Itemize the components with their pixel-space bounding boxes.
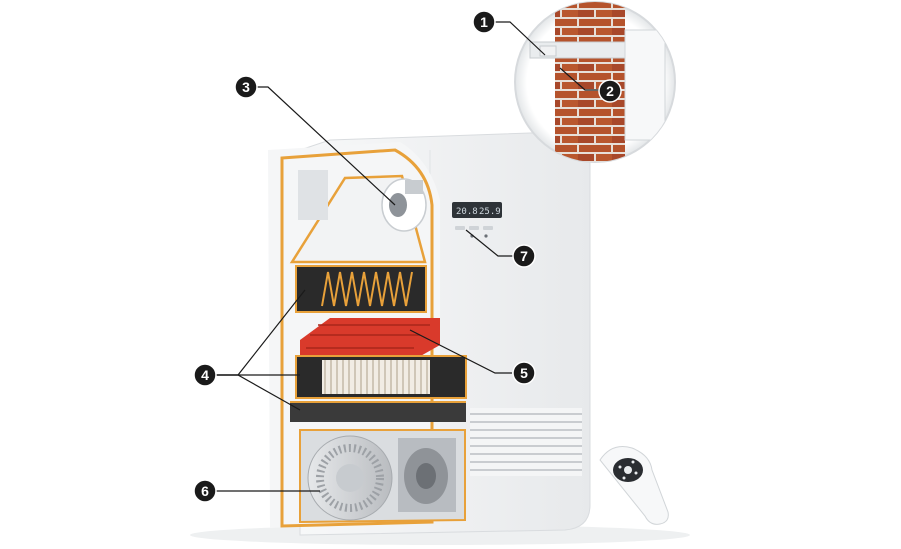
callout-3: 3: [234, 75, 258, 99]
air-grille: [470, 408, 582, 476]
leader-line-4c: [216, 374, 301, 411]
callout-badge: [472, 10, 496, 34]
cutaway-section: [268, 142, 467, 528]
callout-badge: [193, 479, 217, 503]
leader-line-7: [465, 229, 513, 257]
callout-number: 4: [201, 367, 209, 383]
leader-line-3: [253, 86, 396, 206]
callout-number: 3: [242, 79, 250, 95]
callout-7: 7: [512, 244, 536, 268]
callout-1: 1: [472, 10, 496, 34]
pleated-filter: [321, 271, 413, 307]
callout-5: 5: [512, 361, 536, 385]
callout-badge: [193, 363, 217, 387]
control-button: [469, 226, 479, 230]
leader-line-5: [409, 329, 512, 374]
callout-badge: [512, 361, 536, 385]
leader-line-1: [490, 21, 546, 56]
control-button: [455, 226, 465, 230]
control-button: [483, 226, 493, 230]
leader-line-2: [559, 67, 600, 91]
control-panel: 20.8 25.9: [452, 202, 502, 238]
callout-2: 2: [598, 79, 622, 103]
callout-number: 5: [520, 365, 528, 381]
lcd-left-readout: 20.8: [456, 207, 478, 217]
callout-badge: [512, 244, 536, 268]
callout-4: 4: [193, 363, 217, 387]
lcd-display: [452, 202, 502, 218]
callout-6: 6: [193, 479, 217, 503]
callout-badge: [234, 75, 258, 99]
callout-number: 6: [201, 483, 209, 499]
callout-number: 7: [520, 248, 528, 264]
callout-badge: [598, 79, 622, 103]
heat-exchanger: [300, 318, 440, 362]
remote-control: [599, 446, 669, 525]
leader-lines: [213, 21, 600, 492]
callout-number: 1: [480, 14, 488, 30]
wall-mounted-unit: [624, 29, 666, 141]
callout-number: 2: [606, 83, 614, 99]
fan-assembly: [299, 429, 466, 524]
lcd-right-readout: 25.9: [479, 207, 501, 217]
indicator-light: [484, 234, 488, 238]
